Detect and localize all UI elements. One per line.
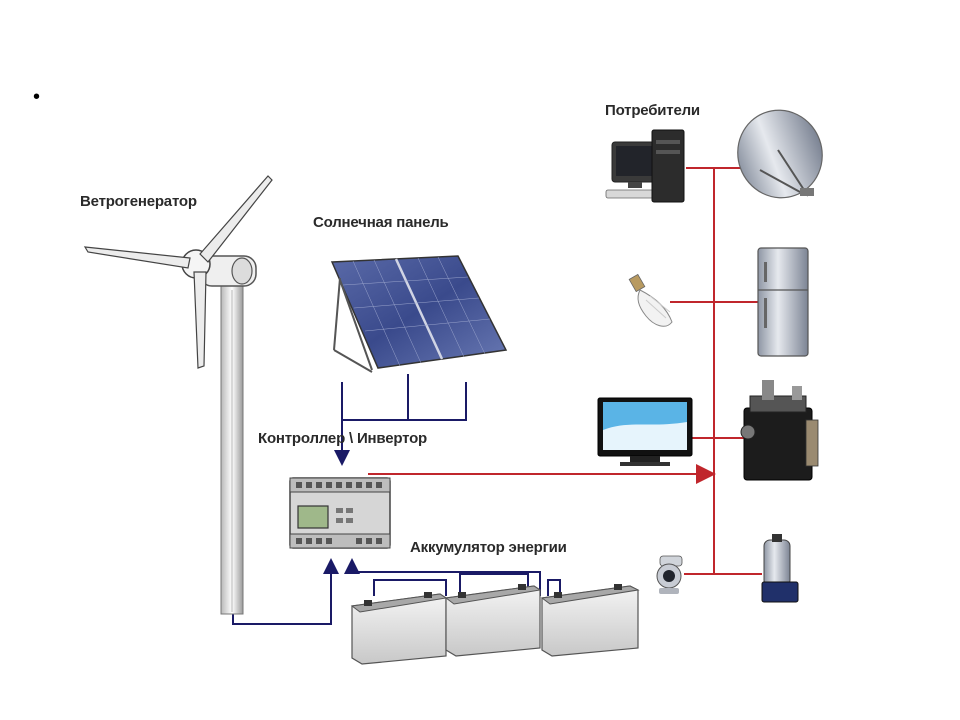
- battery-label: Аккумулятор энергии: [410, 539, 567, 556]
- consumers-label: Потребители: [605, 102, 700, 119]
- computer-icon: [606, 130, 684, 202]
- battery-2: [446, 584, 540, 656]
- solar-panel-icon: [332, 256, 506, 372]
- pump-icon: [762, 534, 798, 602]
- wind-turbine-icon: [85, 176, 272, 614]
- solar-panel-label: Солнечная панель: [313, 214, 449, 231]
- wind-generator-label: Ветрогенератор: [80, 193, 197, 210]
- refrigerator-icon: [758, 248, 808, 356]
- battery-1: [352, 592, 446, 664]
- controller-icon: [290, 478, 390, 548]
- tv-icon: [598, 398, 692, 466]
- dc-wires: [233, 374, 560, 624]
- boiler-icon: [741, 380, 818, 480]
- satellite-dish-icon: [725, 98, 834, 209]
- battery-icon: [352, 584, 638, 664]
- camera-icon: [657, 556, 682, 594]
- bullet-mark: •: [33, 86, 40, 109]
- lamp-icon: [629, 274, 672, 326]
- battery-3: [542, 584, 638, 656]
- controller-label: Контроллер \ Инвертор: [258, 430, 427, 447]
